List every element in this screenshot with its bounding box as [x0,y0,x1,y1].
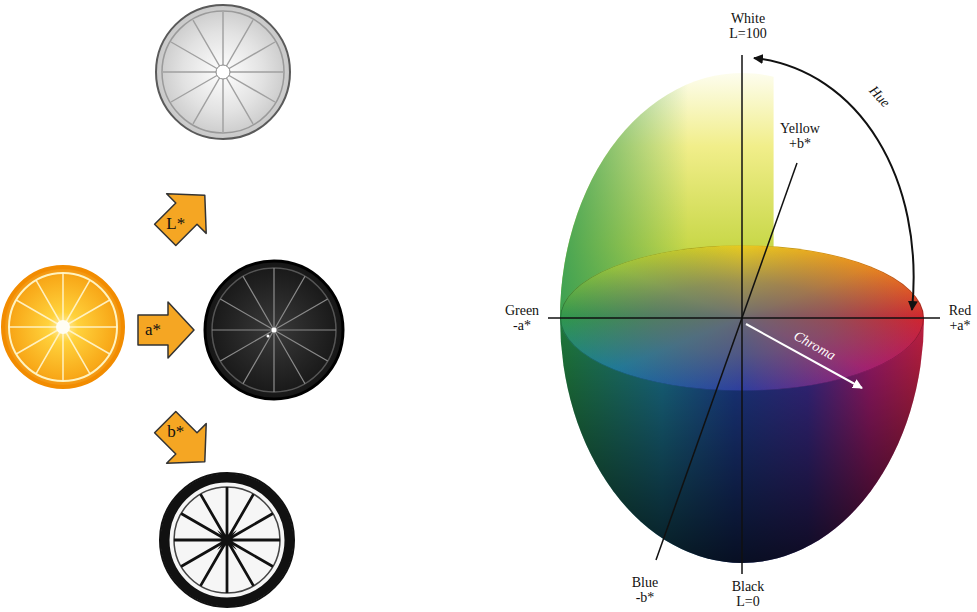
a-channel-slice [205,261,343,399]
axis-label: Red +a* [949,303,972,333]
axis-label: Black L=0 [732,579,765,609]
slice-segments [174,487,280,593]
axis-label: Yellow +b* [780,121,820,151]
slice-disc [205,261,343,399]
axis-label: White L=100 [729,11,766,41]
slice-ring [212,268,336,392]
axis-label: Blue -b* [632,575,658,605]
slice-ring [174,487,280,593]
orange-pith [9,273,117,381]
axis-label: Hue [867,82,894,109]
chroma-arrow [746,324,862,388]
b-channel-slice [160,473,294,607]
arrow-body [138,302,194,358]
slice-segments [212,268,336,392]
arrow-body [145,175,224,254]
hue-arrow [754,58,914,310]
slice-segments [163,12,283,132]
a-axis [548,317,940,319]
orange-core [56,320,70,334]
arrow-shape: b* [155,412,215,472]
orange-segments [9,273,117,381]
arrow-body [145,402,224,481]
arrow-shape: a* [136,300,196,360]
slice-core [267,335,270,338]
orange-slice [3,267,123,387]
orange-flesh [3,267,123,387]
slice-disc [160,473,294,607]
lightness-slice [156,5,290,139]
b-axis [656,163,797,560]
arrow-label: b* [167,423,184,442]
slice-ring [162,11,284,133]
slice-disc [156,5,290,139]
arrow-label: a* [145,321,161,340]
arrow-shape: L* [155,185,215,245]
slice-core [216,65,230,79]
arrow-label: L* [166,215,185,234]
slice-core [213,526,241,554]
slice-rind [165,478,289,602]
arrow-outline [155,412,215,472]
axis-label: Green -a* [505,303,539,333]
slice-core [272,328,277,333]
